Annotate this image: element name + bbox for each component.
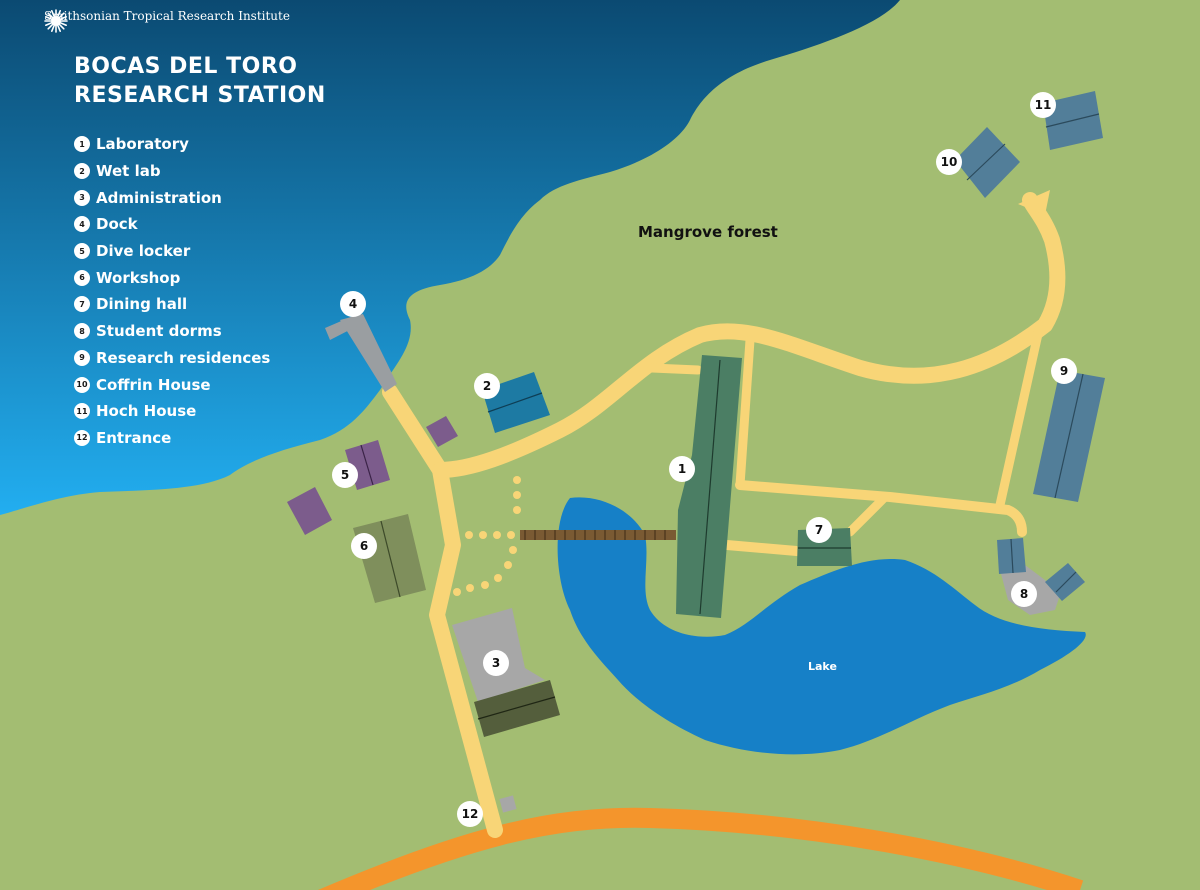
legend-number: 9 [74,349,90,366]
entrance-gatehouse [499,795,517,813]
administration-roof [474,680,560,737]
marker-student-dorms[interactable]: 8 [1011,581,1037,607]
path-north-south-west [735,335,755,490]
legend-number: 4 [74,216,90,233]
legend-label: Dock [96,215,138,234]
footpaths [382,192,1066,838]
small-purple-building-1 [426,416,458,447]
legend-number: 10 [74,376,90,393]
coffrin-house-building [955,127,1020,198]
map-title: BOCAS DEL TORO RESEARCH STATION [74,52,326,110]
legend-item: 4 Dock [74,211,270,238]
legend-number: 5 [74,243,90,260]
legend-item: 12 Entrance [74,425,270,452]
organization-name: Smithsonian Tropical Research Institute [44,9,290,23]
marker-hoch-house[interactable]: 11 [1030,92,1056,118]
legend: 1 Laboratory 2 Wet lab 3 Administration 4 Do… [74,131,270,451]
residences-building [1033,370,1105,502]
legend-number: 8 [74,323,90,340]
marker-dive-locker[interactable]: 5 [332,462,358,488]
dotted-path [453,476,521,596]
legend-label: Dive locker [96,242,191,261]
title-line-2: RESEARCH STATION [74,83,326,108]
legend-number: 2 [74,163,90,180]
mangrove-forest-label: Mangrove forest [638,223,778,241]
legend-item: 10 Coffrin House [74,371,270,398]
marker-dock[interactable]: 4 [340,291,366,317]
legend-number: 12 [74,429,90,446]
lake-label: Lake [808,660,837,673]
legend-label: Administration [96,188,222,207]
path-to-residences [995,320,1045,510]
marker-workshop[interactable]: 6 [351,533,377,559]
legend-item: 7 Dining hall [74,291,270,318]
coffrin-house-roof [955,127,1020,198]
legend-number: 7 [74,296,90,313]
marker-coffrin-house[interactable]: 10 [936,149,962,175]
legend-label: Wet lab [96,162,161,181]
legend-number: 1 [74,136,90,153]
path-lab-to-dining [722,540,813,557]
legend-label: Dining hall [96,295,188,314]
legend-label: Workshop [96,268,181,287]
path-east-west [735,480,1027,537]
legend-item: 3 Administration [74,184,270,211]
boardwalk [520,530,676,540]
institution-logo: Smithsonian Tropical Research Institute [44,9,290,33]
legend-label: Hoch House [96,402,197,421]
main-road [317,807,1084,890]
dock [325,313,397,392]
legend-label: Coffrin House [96,375,211,394]
legend-number: 6 [74,269,90,286]
legend-label: Student dorms [96,322,222,341]
legend-number: 3 [74,189,90,206]
marker-dining-hall[interactable]: 7 [806,517,832,543]
legend-item: 1 Laboratory [74,131,270,158]
hoch-house-building [1043,91,1103,150]
legend-label: Research residences [96,348,271,367]
marker-administration[interactable]: 3 [483,650,509,676]
marker-wet-lab[interactable]: 2 [474,373,500,399]
path-junction-loop [432,192,1066,478]
laboratory-roof [676,355,742,618]
legend-item: 5 Dive locker [74,238,270,265]
legend-item: 6 Workshop [74,264,270,291]
legend-label: Entrance [96,428,172,447]
sunburst-icon [44,9,68,33]
path-lab-spur [647,363,703,375]
marker-laboratory[interactable]: 1 [669,456,695,482]
lake [557,497,1086,755]
sea [0,0,900,515]
marker-research-residences[interactable]: 9 [1051,358,1077,384]
small-purple-building-2 [287,487,332,535]
legend-number: 11 [74,403,90,420]
legend-item: 9 Research residences [74,345,270,372]
laboratory-building [676,355,742,618]
legend-label: Laboratory [96,135,189,154]
legend-item: 8 Student dorms [74,318,270,345]
marker-entrance[interactable]: 12 [457,801,483,827]
path-dock-to-entrance [382,384,503,838]
path-to-dining-diagonal [845,492,890,537]
legend-item: 2 Wet lab [74,158,270,185]
title-line-1: BOCAS DEL TORO [74,54,298,79]
legend-item: 11 Hoch House [74,398,270,425]
path-wedge-north [1018,190,1050,215]
